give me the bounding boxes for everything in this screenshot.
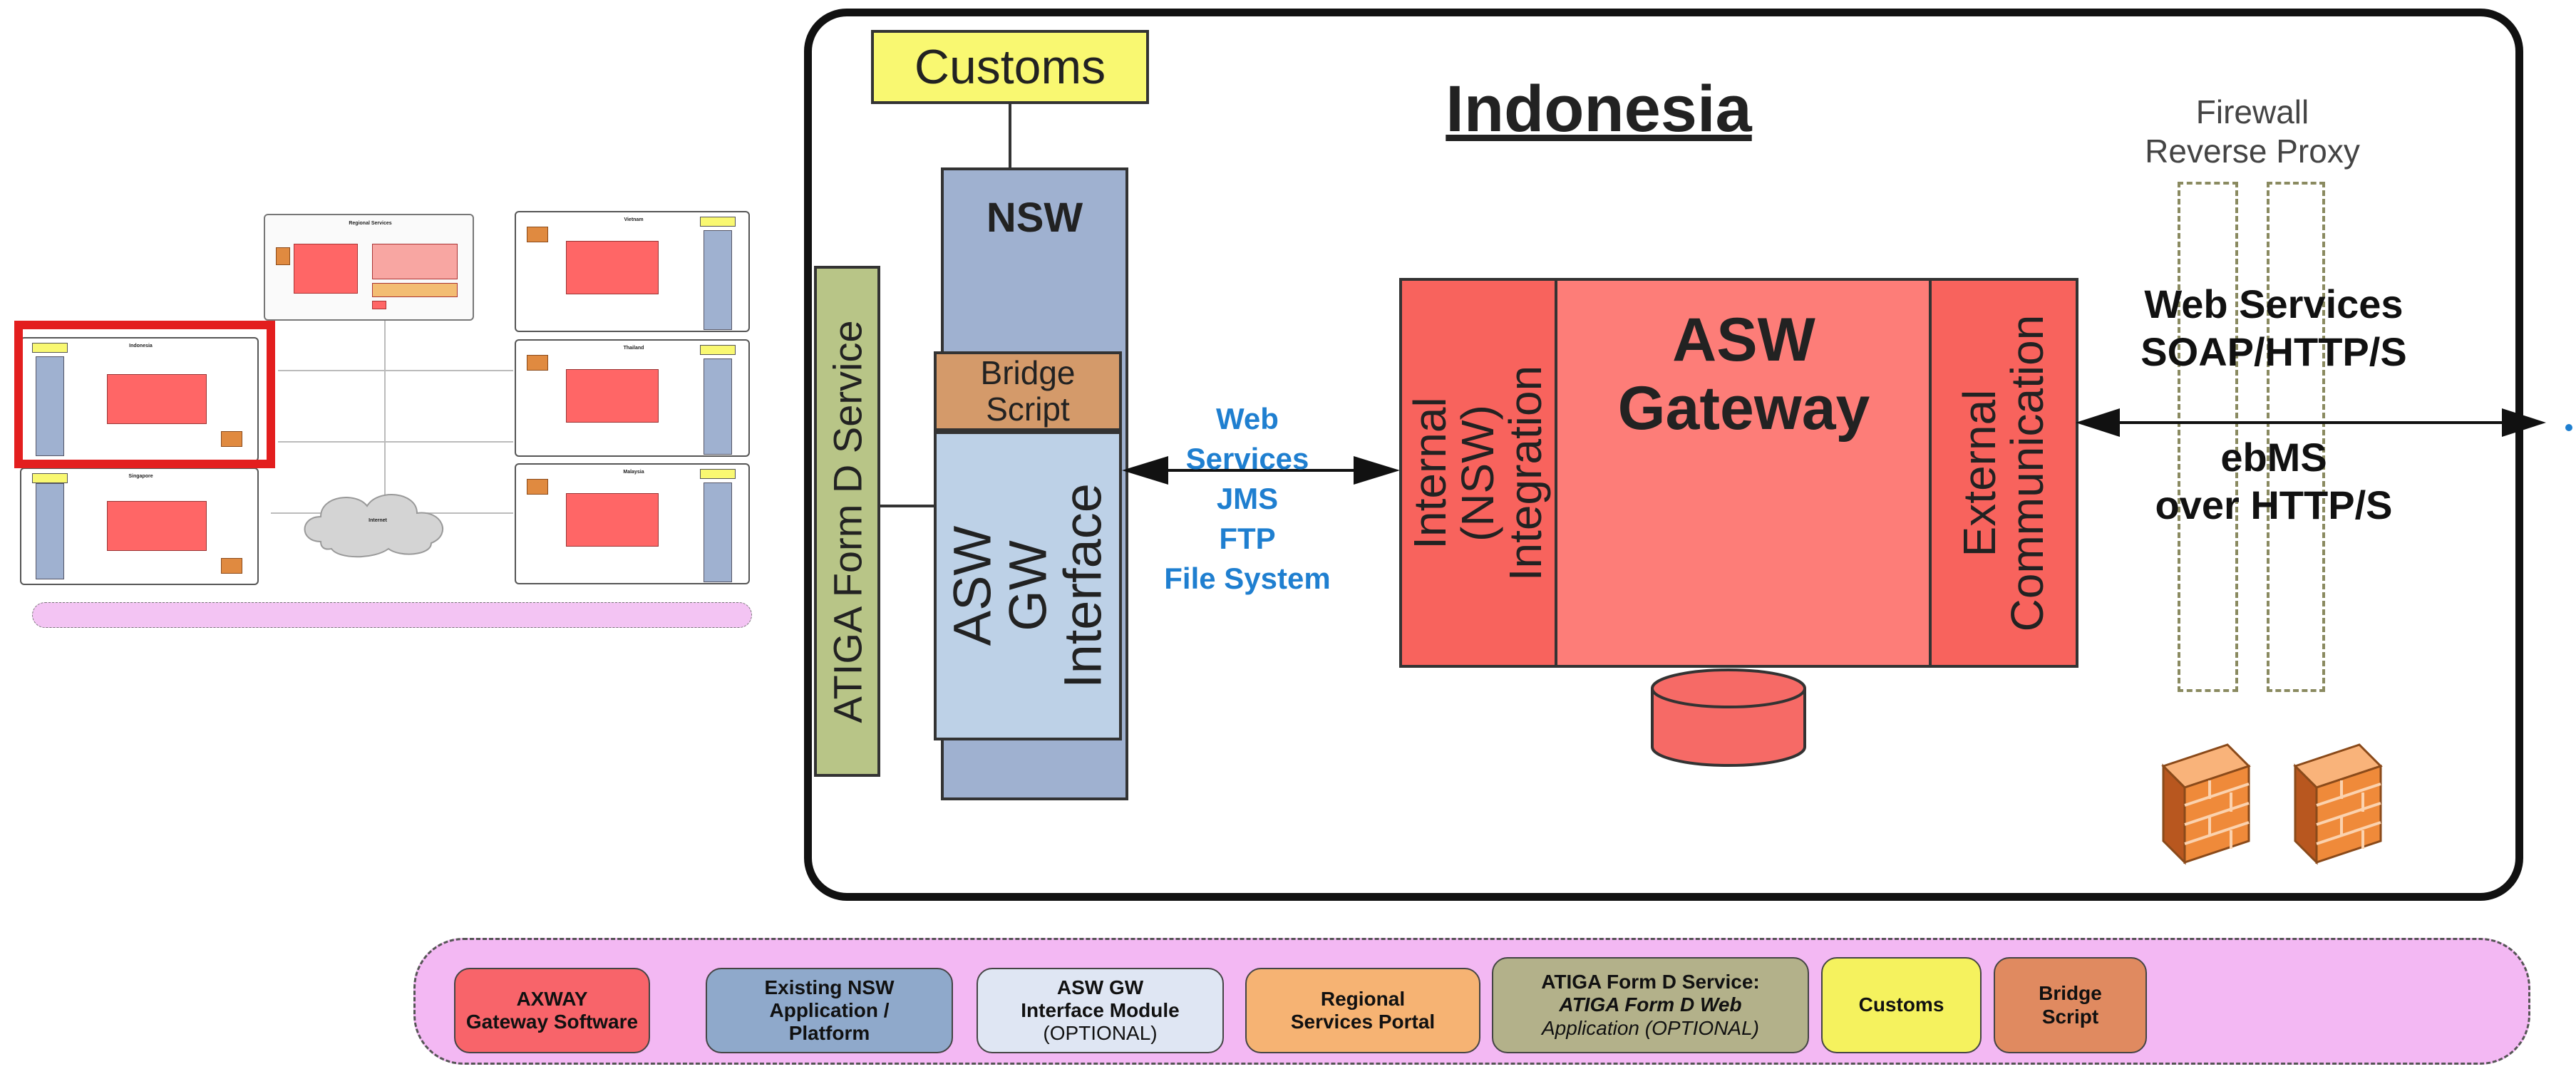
mini-nsw xyxy=(36,356,64,456)
mini-regional-db xyxy=(372,283,458,297)
mini-gateway xyxy=(566,493,659,547)
mini-country-label: Indonesia xyxy=(129,343,153,348)
protocol-services: Services xyxy=(1185,442,1309,475)
web-services-label: Web Services SOAP/HTTP/S xyxy=(2140,281,2407,374)
mini-gateway xyxy=(566,241,659,294)
mini-country-label: Vietnam xyxy=(624,217,644,222)
legend-bridge-script: Bridge Script xyxy=(1994,957,2147,1053)
mini-country-malaysia: Malaysia xyxy=(515,463,750,584)
mini-regional-firewall-icon xyxy=(276,247,290,265)
mini-country-vietnam: Vietnam xyxy=(515,211,750,332)
atiga-service-box: ATIGA Form D Service xyxy=(814,266,880,777)
mini-gateway xyxy=(566,369,659,423)
mini-nsw xyxy=(36,483,64,579)
legend-line: Platform xyxy=(788,1022,870,1045)
mini-legend xyxy=(32,602,752,628)
mini-firewall-icon xyxy=(527,479,548,495)
protocol-list: Web Services JMS FTP File System xyxy=(1119,401,1376,608)
mini-customs xyxy=(32,343,68,353)
legend-line: Interface Module xyxy=(1021,998,1180,1021)
mini-country-indonesia: Indonesia xyxy=(20,337,259,462)
legend-line: Regional xyxy=(1320,987,1406,1010)
legend-line: Script xyxy=(2041,1005,2099,1028)
mini-nsw xyxy=(704,358,732,455)
mini-nsw xyxy=(704,482,732,582)
protocol-file-system: File System xyxy=(1164,562,1331,595)
asw-gw-interface-label: ASW GW Interface xyxy=(942,483,1113,688)
atiga-service-label: ATIGA Form D Service xyxy=(825,319,870,723)
legend-line: ATIGA Form D Service: xyxy=(1541,971,1760,993)
bridge-script-box: Bridge Script xyxy=(934,351,1122,431)
mini-country-label: Malaysia xyxy=(623,469,644,475)
mini-customs xyxy=(32,473,68,483)
firewall-column-2 xyxy=(2267,182,2325,692)
atiga-connector xyxy=(880,505,934,507)
mini-nsw xyxy=(704,230,732,330)
firewall-icon xyxy=(2161,743,2251,865)
overview-thumbnail: Regional Services Vietnam Thailand Malay… xyxy=(0,207,756,634)
internal-integration-label: Internal (NSW) Integration xyxy=(1404,365,1552,581)
legend-line: (OPTIONAL) xyxy=(1043,1022,1158,1045)
legend-customs: Customs xyxy=(1821,957,1982,1053)
legend-line: Existing NSW xyxy=(764,976,895,998)
legend-line: Application (OPTIONAL) xyxy=(1542,1016,1759,1039)
protocol-web: Web xyxy=(1216,402,1279,435)
firewall-icon xyxy=(2293,743,2383,865)
mini-internet-cloud xyxy=(304,494,444,558)
legend-asw-gw-interface: ASW GW Interface Module (OPTIONAL) xyxy=(977,968,1224,1053)
legend-line: ASW GW xyxy=(1056,976,1144,998)
legend-line: Gateway Software xyxy=(465,1011,639,1033)
legend-axway-gateway: AXWAY Gateway Software xyxy=(454,968,650,1053)
firewall-label: Firewall Reverse Proxy xyxy=(2145,93,2360,170)
mini-customs xyxy=(700,217,736,227)
mini-regional-services: Regional Services xyxy=(264,214,474,321)
external-communication-box: External Communication xyxy=(1929,278,2078,668)
asw-gw-interface-box: ASW GW Interface xyxy=(934,431,1122,740)
legend-line: Bridge xyxy=(2039,982,2102,1005)
mini-internet-label: Internet xyxy=(369,517,387,523)
page-title: Indonesia xyxy=(1446,72,1752,145)
mini-regional-title: Regional Services xyxy=(349,220,392,226)
mini-country-label: Thailand xyxy=(623,345,644,351)
customs-connector xyxy=(1009,104,1011,172)
asw-gateway-label: ASW Gateway xyxy=(1617,305,1870,443)
asw-gateway-box xyxy=(1555,278,1933,668)
mini-country-label: Singapore xyxy=(128,473,153,479)
mini-firewall-icon xyxy=(527,355,548,371)
interface-gateway-arrow xyxy=(1122,456,1400,485)
legend-atiga-service: ATIGA Form D Service: ATIGA Form D Web A… xyxy=(1492,957,1809,1053)
firewall-column-1 xyxy=(2178,182,2238,692)
legend-regional-services: Regional Services Portal xyxy=(1245,968,1480,1053)
mini-country-thailand: Thailand xyxy=(515,339,750,457)
external-arrow xyxy=(2076,408,2572,437)
external-communication-label: External Communication xyxy=(1953,314,2053,631)
legend-line: Application / xyxy=(769,998,890,1021)
legend-line: Services Portal xyxy=(1290,1011,1436,1033)
database-icon xyxy=(1651,668,1806,767)
mini-country-singapore: Singapore xyxy=(20,468,259,585)
customs-box: Customs xyxy=(871,30,1149,104)
internal-integration-box: Internal (NSW) Integration xyxy=(1399,278,1557,668)
mini-firewall-icon xyxy=(527,227,548,242)
legend-line: ATIGA Form D Web xyxy=(1559,993,1742,1016)
mini-regional-gateway xyxy=(294,244,358,294)
nsw-label: NSW xyxy=(986,194,1083,241)
mini-firewall-icon xyxy=(221,431,242,447)
mini-regional-portal xyxy=(372,244,458,279)
mini-regional-cyl xyxy=(372,301,386,309)
mini-gateway xyxy=(107,501,207,551)
mini-firewall-icon xyxy=(221,558,242,574)
legend-line: Customs xyxy=(1858,993,1944,1016)
overview-connections xyxy=(271,314,513,514)
indonesia-highlight-frame xyxy=(14,321,275,468)
mini-customs xyxy=(700,469,736,479)
protocol-jms: JMS xyxy=(1216,482,1279,515)
ebms-label: ebMS over HTTP/S xyxy=(2155,434,2393,527)
mini-gateway xyxy=(107,374,207,424)
protocol-ftp: FTP xyxy=(1219,522,1276,555)
legend-existing-nsw: Existing NSW Application / Platform xyxy=(706,968,953,1053)
legend-line: AXWAY xyxy=(516,987,588,1010)
mini-customs xyxy=(700,345,736,355)
